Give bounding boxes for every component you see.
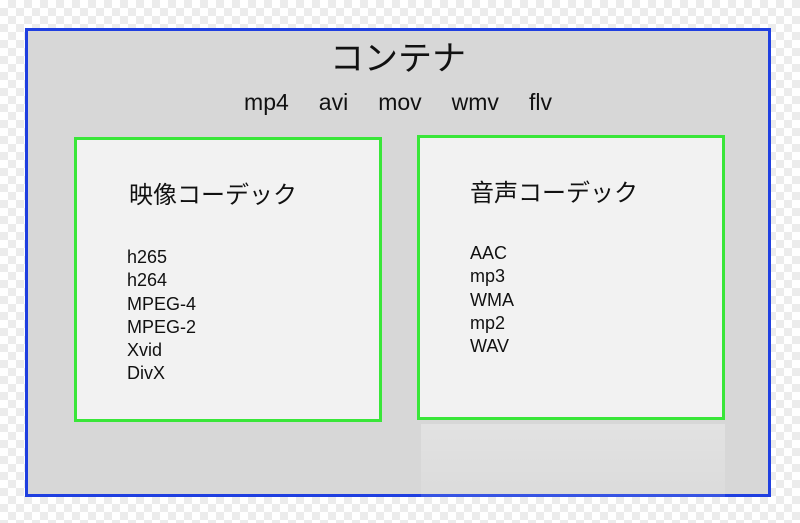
format-item: wmv [451,89,499,115]
list-item: WMA [470,289,514,310]
video-codec-list: h265 h264 MPEG-4 MPEG-2 Xvid DivX [127,246,196,386]
list-item: MPEG-4 [127,293,197,314]
list-item: mp2 [470,312,506,333]
list-item: mp3 [470,266,506,287]
audio-codec-list: AAC mp3 WMA mp2 WAV [470,242,514,358]
audio-codec-box: 音声コーデック AAC mp3 WMA mp2 WAV [417,135,725,420]
audio-codec-title: 音声コーデック [470,179,638,207]
faint-highlight-area [421,424,725,497]
container-format-list: mp4 avi mov wmv flv [28,88,768,116]
list-item: MPEG-2 [127,316,197,337]
format-item: avi [318,89,349,115]
list-item: WAV [470,336,509,357]
list-item: AAC [470,243,508,263]
list-item: Xvid [127,340,163,361]
video-codec-box: 映像コーデック h265 h264 MPEG-4 MPEG-2 Xvid Div… [74,137,382,422]
format-item: mov [378,89,422,115]
list-item: h265 [127,247,168,267]
format-item: mp4 [244,89,289,115]
list-item: h264 [127,270,168,291]
video-codec-title: 映像コーデック [129,181,297,209]
list-item: DivX [127,363,166,384]
container-title: コンテナ [330,39,466,79]
format-item: flv [528,89,552,115]
container-box: コンテナ mp4 avi mov wmv flv 映像コーデック h265 h2… [25,28,771,497]
